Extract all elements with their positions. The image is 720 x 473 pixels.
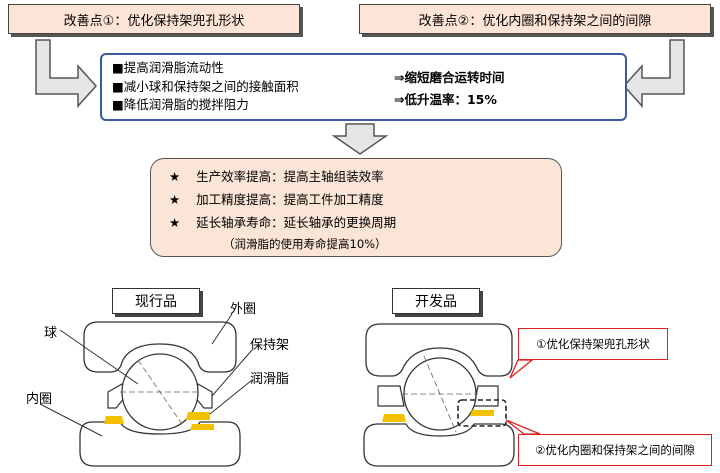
effects-box: ★ 生产效率提高：提高主轴组装效率 ★ 加工精度提高：提高工件加工精度 ★ 延长… (150, 158, 562, 257)
grease (186, 412, 210, 420)
right-flow-arrow (622, 39, 685, 108)
result-item: ⇒低升温率：15% (394, 92, 497, 107)
inner-ring (79, 421, 241, 467)
star-icon: ★ (169, 169, 181, 184)
effect-item: ★ 延长轴承寿命：延长轴承的更换周期 (169, 211, 396, 234)
outer-ring (83, 321, 237, 373)
cage (377, 385, 405, 407)
improvement-point-1: 改善点①：优化保持架兜孔形状 (8, 4, 300, 34)
callout-pointer-1 (509, 359, 534, 379)
callout-1-text: ①优化保持架兜孔形状 (536, 337, 650, 351)
effect-text: 加工精度提高：提高工件加工精度 (196, 192, 384, 207)
summary-item: ■降低润滑脂的搅拌阻力 (112, 97, 249, 112)
summary-item: ■提高润滑脂流动性 (112, 60, 224, 75)
star-icon: ★ (169, 215, 181, 230)
grease (190, 424, 214, 430)
left-flow-arrow (35, 39, 98, 108)
effect-note: （润滑脂的使用寿命提高10%） (223, 237, 387, 251)
result-item: ⇒缩短磨合运转时间 (394, 70, 505, 85)
down-flow-arrow (331, 123, 389, 155)
cage (473, 385, 499, 407)
effect-text: 生产效率提高：提高主轴组装效率 (196, 169, 384, 184)
grease (104, 416, 124, 424)
summary-item: ■减小球和保持架之间的接触面积 (112, 78, 299, 94)
ball-label: 球 (44, 326, 58, 341)
grease-label: 润滑脂 (250, 372, 290, 387)
star-icon: ★ (169, 192, 181, 207)
callout-1: ①优化保持架兜孔形状 (518, 328, 668, 360)
improvement-point-2-text: 改善点②：优化内圈和保持架之间的间隙 (418, 13, 652, 29)
effect-item: ★ 加工精度提高：提高工件加工精度 (169, 188, 396, 211)
developed-product-title-box: 开发品 (392, 288, 480, 314)
outer-ring (365, 323, 513, 377)
grease (382, 414, 406, 422)
effect-text: 延长轴承寿命：延长轴承的更换周期 (196, 215, 397, 230)
improvement-summary-box: ■提高润滑脂流动性 ■减小球和保持架之间的接触面积 ■降低润滑脂的搅拌阻力 ⇒缩… (100, 53, 627, 121)
inner-ring-label: 内圈 (26, 392, 53, 407)
improvement-point-1-text: 改善点①：优化保持架兜孔形状 (63, 13, 245, 29)
current-product-title-box: 现行品 (112, 288, 200, 314)
gap-highlight (457, 399, 507, 427)
inner-ring (363, 423, 515, 467)
developed-product-title: 开发品 (415, 294, 457, 310)
callout-2: ②优化内圈和保持架之间的间隙 (518, 434, 712, 466)
effect-item: ★ 生产效率提高：提高主轴组装效率 (169, 165, 396, 188)
cage-label: 保持架 (250, 338, 290, 353)
grease (470, 410, 494, 416)
current-product-title: 现行品 (135, 294, 177, 310)
improvement-point-2: 改善点②：优化内圈和保持架之间的间隙 (359, 4, 711, 34)
outer-ring-label: 外圈 (230, 302, 257, 317)
callout-2-text: ②优化内圈和保持架之间的间隙 (535, 443, 695, 457)
